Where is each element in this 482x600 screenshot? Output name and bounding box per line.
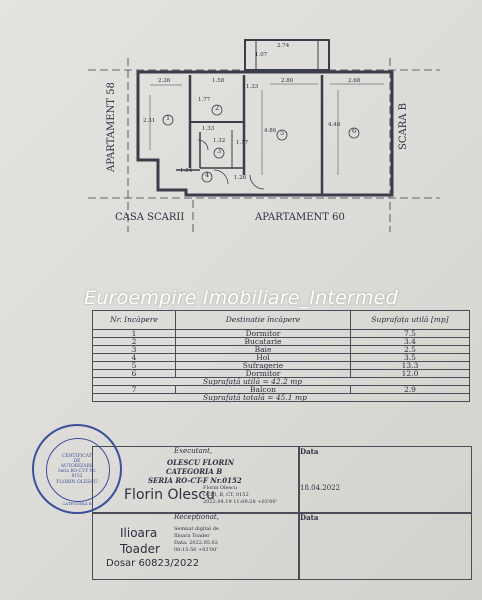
dimension-label: 1.07 — [255, 52, 268, 58]
receiver-heading: Recepționat, — [174, 513, 219, 521]
stamp-title: CERTIFICAT DE AUTORIZARE — [60, 454, 94, 469]
dimension-label: 2.80 — [281, 78, 294, 84]
dimension-label: 1.26 — [234, 175, 247, 181]
dimension-label: 2.26 — [158, 78, 171, 84]
floor-plan — [88, 39, 440, 235]
receiver-digital-line: 08:15:50 +03'00' — [174, 547, 218, 553]
dosar-number: Dosar 60823/2022 — [106, 558, 200, 569]
dimension-label: 1.33 — [202, 126, 215, 132]
dimension-label: 1.58 — [212, 78, 225, 84]
receiver-name-line2: Toader — [120, 542, 160, 556]
executant-heading: Executant, — [174, 447, 213, 455]
receiver-digital-line: Semnat digital de — [174, 526, 219, 532]
useful-total: Suprafață utilă = 42.2 mp — [92, 377, 470, 386]
grand-total-row: Suprafață totală = 45.1 mp — [92, 393, 470, 402]
executant-date: 18.04.2022 — [300, 484, 341, 492]
room-number: 5 — [280, 129, 285, 137]
plan-bottom-left-label: CASA SCARII — [115, 212, 185, 223]
authorization-stamp: CERTIFICAT DE AUTORIZARE Seria RO-CT-F N… — [32, 424, 122, 514]
room-number: 1 — [166, 114, 171, 122]
cell-nr: 6 — [92, 369, 176, 378]
dimension-label: 2.31 — [143, 118, 156, 124]
plan-left-label: APARTAMENT 58 — [106, 82, 117, 172]
dimension-label: 4.48 — [328, 122, 341, 128]
room-number: 6 — [352, 127, 357, 135]
digital-signature-line: OCPI, B, CT, 0152 — [203, 492, 249, 498]
plan-bottom-center-label: APARTAMENT 60 — [255, 212, 345, 223]
dimension-label: 1.04 — [180, 168, 193, 174]
digital-signature-line: Florin Olescu — [203, 485, 238, 491]
receiver-name-line1: Ilioara — [120, 526, 158, 540]
executant-signature-name: Florin Olescu — [124, 487, 215, 503]
rooms-table: Nr. Incăpere Destinatie încăpere Suprafa… — [92, 310, 470, 402]
dimension-label: 2.68 — [348, 78, 361, 84]
executant-category: CATEGORIA B — [166, 467, 223, 476]
grand-total: Suprafață totală = 45.1 mp — [92, 393, 470, 402]
receiver-digital-line: Ilioara Toader — [174, 533, 210, 539]
executant-name: OLESCU FLORIN — [167, 458, 235, 467]
receiver-box — [92, 512, 300, 580]
column-header-dest: Destinatie încăpere — [175, 310, 351, 330]
stamp-inner-ring — [46, 438, 110, 502]
stamp-category: CATEGORIA B — [62, 501, 92, 506]
watermark-text: Euroempire Imobiliare_Intermed — [84, 287, 398, 309]
executant-series: SERIA RO-CT-F Nr.0152 — [148, 476, 242, 485]
executant-date-box — [298, 446, 472, 514]
dimension-label: 4.86 — [264, 128, 277, 134]
receiver-date-box — [298, 512, 472, 580]
digital-signature-line: 2022.04.19 11:09:28 +03'00' — [203, 499, 277, 505]
column-header-nr: Nr. Incăpere — [92, 310, 176, 330]
dimension-label: 1.33 — [246, 84, 259, 90]
cell-area: 12.0 — [350, 369, 470, 378]
stamp-name: FLORIN OLESCU — [56, 480, 98, 485]
dimension-label: 1.17 — [236, 140, 249, 146]
executant-date-heading: Data — [300, 447, 319, 456]
cell-area: 2.9 — [350, 385, 470, 394]
room-number: 4 — [205, 171, 210, 179]
dimension-label: 1.77 — [198, 97, 211, 103]
dimension-label: 1.32 — [213, 138, 226, 144]
table-header-row: Nr. Incăpere Destinatie încăpere Suprafa… — [92, 310, 470, 330]
stamp-series: Seria RO-CT-F Nr. 0152 — [57, 468, 97, 478]
room-number: 3 — [217, 147, 222, 155]
plan-right-label: SCARA B — [398, 102, 409, 150]
receiver-date-heading: Data — [300, 513, 319, 522]
cell-nr: 7 — [92, 385, 176, 394]
useful-total-row: Suprafață utilă = 42.2 mp — [92, 377, 470, 386]
column-header-area: Suprafața utilă [mp] — [350, 310, 470, 330]
receiver-digital-line: Data: 2022.05.02 — [174, 540, 218, 546]
dimension-label: 2.74 — [277, 43, 290, 49]
room-number: 2 — [215, 104, 220, 112]
